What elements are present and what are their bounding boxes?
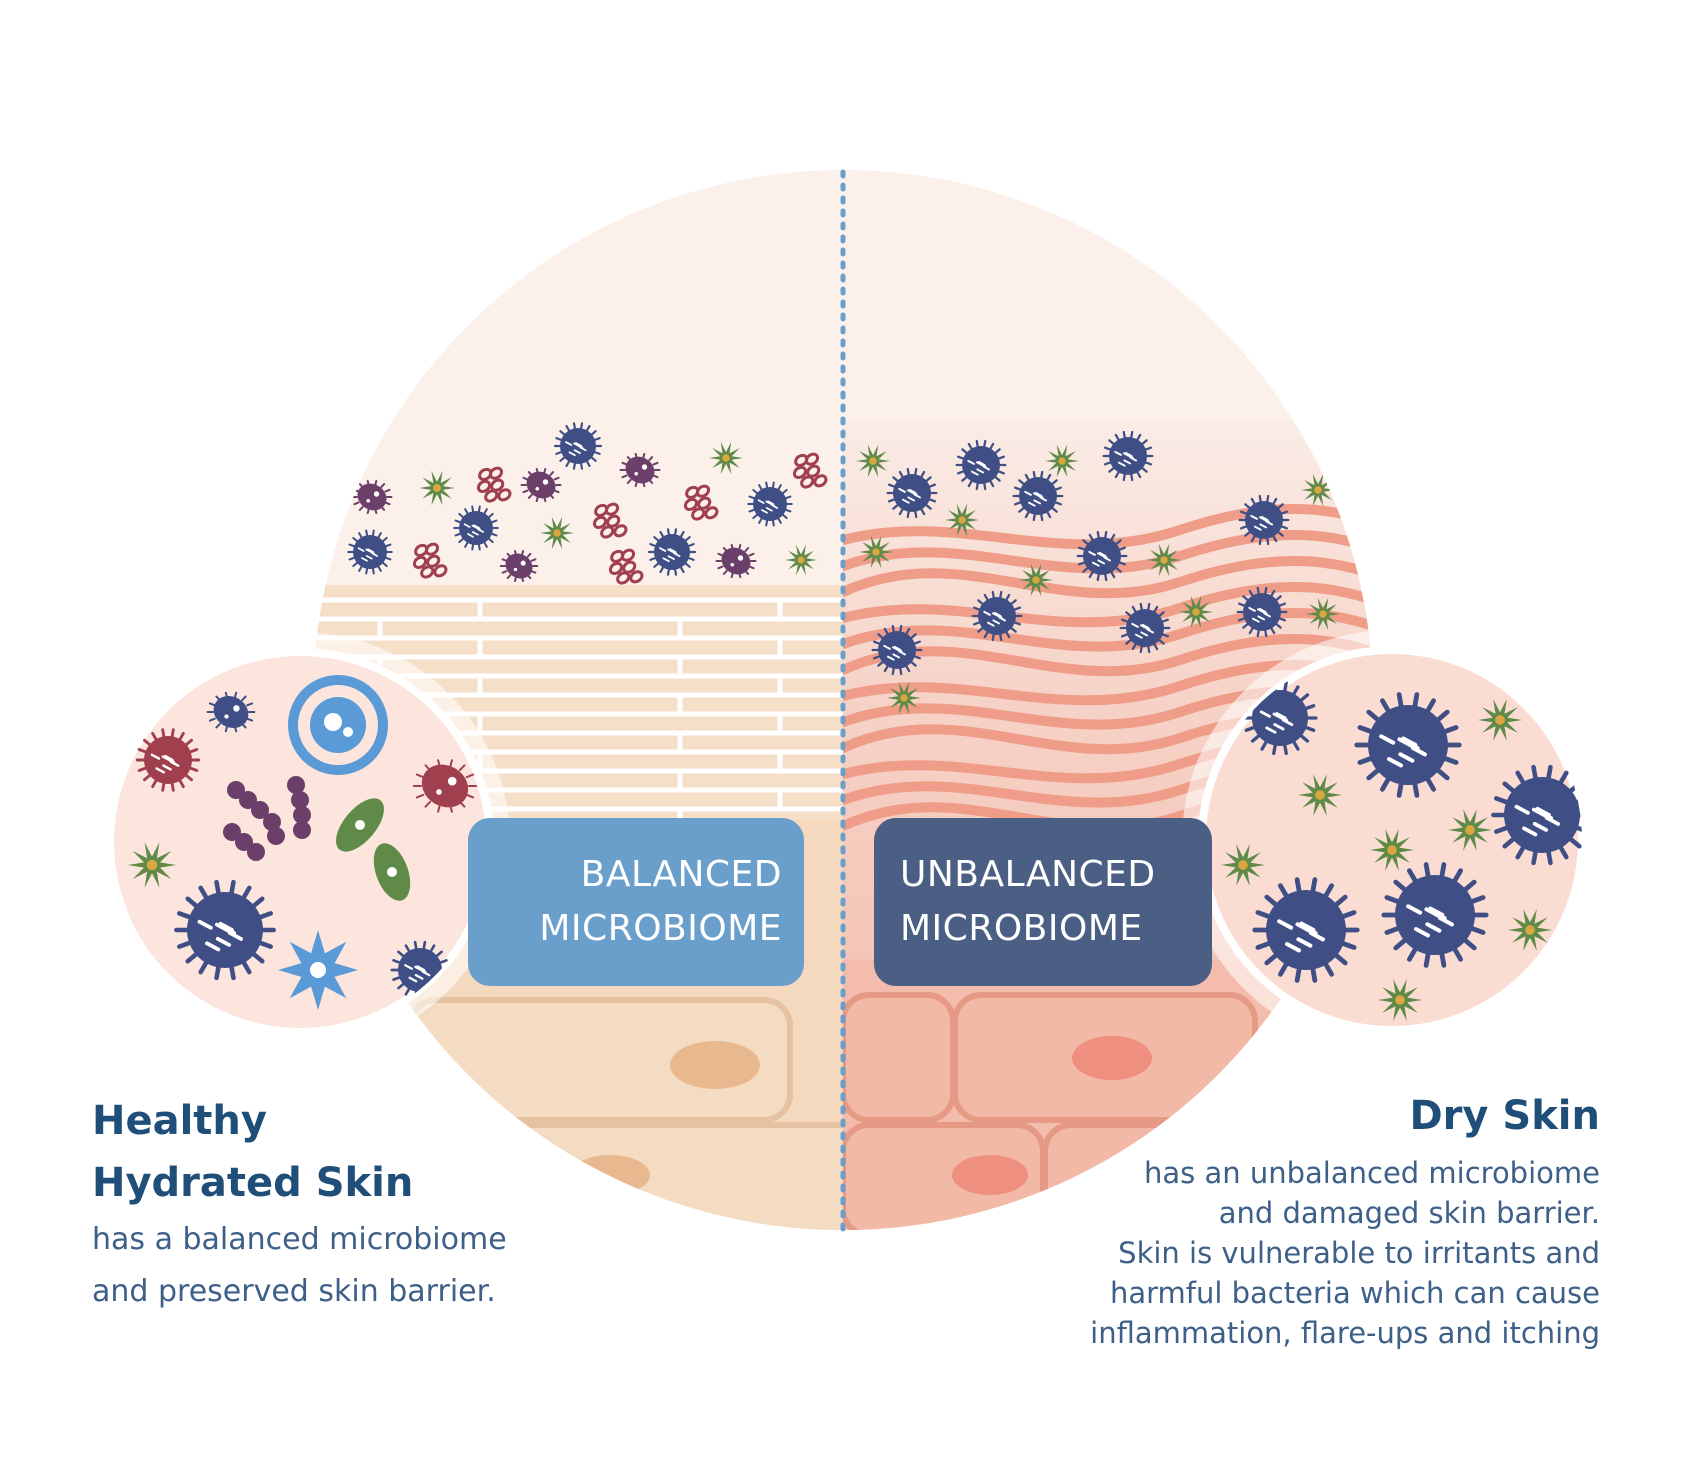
spiky-microbe-icon [1076,530,1128,582]
dry-body-line1: has an unbalanced microbiome [1144,1156,1600,1190]
spiky-microbe-icon [1354,692,1462,798]
oval-microbe-icon [351,479,393,515]
unbalanced-label-line2: MICROBIOME [900,908,1143,949]
ring-cell-icon [288,675,388,775]
star-microbe-icon [1301,473,1335,507]
cocci-cluster-microbe-icon [683,484,719,521]
spiky-microbe-icon [1252,877,1360,983]
oval-microbe-icon [715,543,757,579]
healthy-title-line2: Hydrated Skin [92,1160,414,1206]
star-microbe-icon [887,681,921,715]
spiky-microbe-icon [1012,470,1064,522]
spiky-microbe-icon [1491,764,1582,866]
healthy-body-line1: has a balanced microbiome [92,1222,507,1257]
star-microbe-icon [1147,543,1181,577]
oval-microbe-icon [206,691,256,733]
star-microbe-icon [1019,563,1053,597]
star-microbe-icon [1221,844,1265,886]
star-microbe-icon [1448,809,1492,851]
star-microbe-icon [1508,909,1552,951]
oval-microbe-icon [619,452,661,488]
star-microbe-icon [945,503,979,537]
spiky-microbe-icon [135,728,201,792]
spiky-microbe-icon [1238,494,1290,546]
unbalanced-microbiome-label: UNBALANCED MICROBIOME [874,818,1212,986]
oval-microbe-icon [499,549,539,583]
spiky-microbe-icon [1119,602,1171,654]
dry-body-line5: inflammation, flare-ups and itching [1090,1316,1600,1350]
amoeba-microbe-icon [278,930,358,1010]
dry-magnifier [1198,646,1586,1034]
oval-microbe-icon [412,759,478,813]
spiky-microbe-icon [1381,862,1489,968]
star-microbe-icon [1370,829,1414,871]
cocci-cluster-microbe-icon [592,502,628,539]
cocci-cluster-microbe-icon [608,548,644,585]
spiky-microbe-icon [174,879,276,981]
unbalanced-microbes [856,430,1340,715]
dry-body-line4: harmful bacteria which can cause [1109,1276,1600,1310]
spiky-microbe-icon [1102,430,1154,482]
star-microbe-icon [419,470,455,506]
star-microbe-icon [1179,595,1213,629]
oval-microbe-icon [520,467,562,503]
cocci-cluster-microbe-icon [792,452,828,489]
healthy-caption-body: has a balanced microbiome and preserved … [92,1214,612,1318]
spiky-microbe-icon [955,439,1007,491]
star-microbe-icon [1478,699,1522,741]
star-microbe-icon [856,444,890,478]
chain-microbe-icon [223,776,311,861]
star-microbe-icon [709,441,743,475]
healthy-title-line1: Healthy [92,1098,267,1144]
healthy-caption-title: Healthy Hydrated Skin [92,1090,612,1214]
dry-body-line2: and damaged skin barrier. [1218,1196,1600,1230]
cocci-cluster-microbe-icon [412,542,448,579]
balanced-microbiome-label: BALANCED MICROBIOME [468,818,804,986]
star-microbe-icon [128,842,176,888]
balanced-label-line1: BALANCED [580,854,782,895]
spiky-microbe-icon [747,481,793,527]
spiky-microbe-icon [647,528,697,576]
spiky-microbe-icon [971,590,1023,642]
dry-caption-title: Dry Skin [1409,1093,1600,1139]
spiky-microbe-icon [871,624,923,676]
dry-caption-body: has an unbalanced microbiome and damaged… [1050,1153,1600,1353]
star-microbe-icon [1298,774,1342,816]
spiky-microbe-icon [1242,681,1318,755]
dry-body-line3: Skin is vulnerable to irritants and [1118,1236,1600,1270]
balanced-microbes [347,422,828,585]
star-microbe-icon [785,544,817,576]
star-microbe-icon [1306,597,1340,631]
star-microbe-icon [1378,979,1422,1021]
spiky-microbe-icon [1236,586,1288,638]
star-microbe-icon [1045,444,1079,478]
dry-skin-caption: Dry Skin has an unbalanced microbiome an… [1050,1085,1600,1353]
spiky-microbe-icon [347,529,393,575]
unbalanced-label-line1: UNBALANCED [900,854,1156,895]
cocci-cluster-microbe-icon [476,466,512,503]
spiky-microbe-icon [453,505,499,551]
spiky-microbe-icon [553,422,603,470]
healthy-magnifier [106,648,494,1036]
spiky-microbe-icon [886,467,938,519]
healthy-body-line2: and preserved skin barrier. [92,1274,496,1309]
healthy-skin-caption: Healthy Hydrated Skin has a balanced mic… [92,1090,612,1318]
star-microbe-icon [540,516,574,550]
spore-microbe-icon [336,798,411,901]
balanced-label-line2: MICROBIOME [539,908,782,949]
star-microbe-icon [859,535,893,569]
